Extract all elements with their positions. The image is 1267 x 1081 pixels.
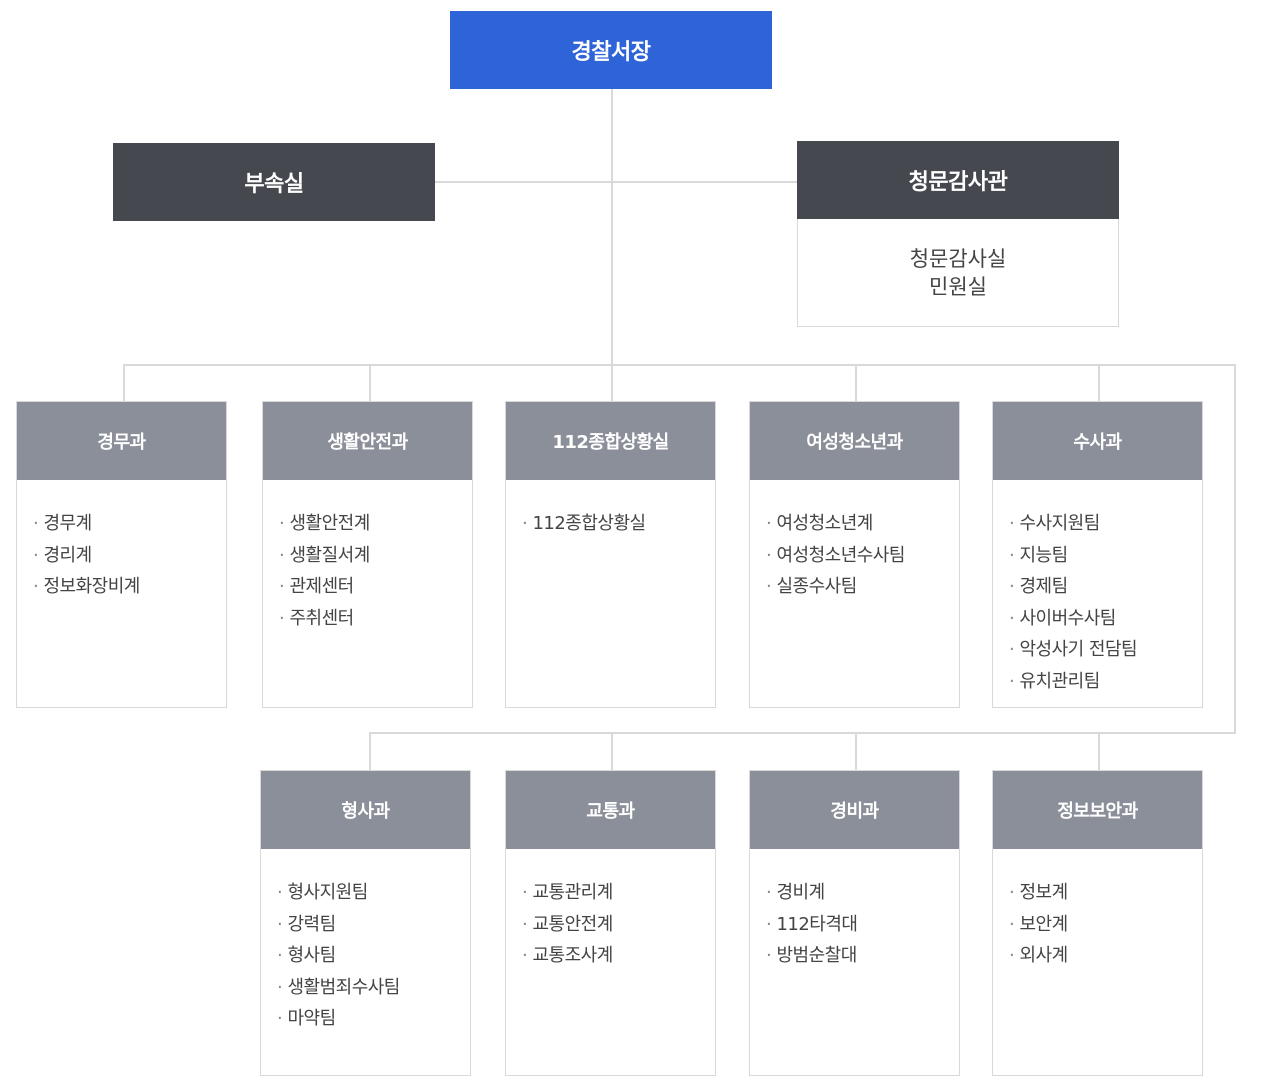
list-item: 강력팀 — [277, 909, 470, 941]
dept-box-security-guard: 경비과 경비계 112타격대 방범순찰대 — [749, 770, 960, 1076]
list-item: 보안계 — [1009, 909, 1202, 941]
dept-header: 생활안전과 — [263, 402, 472, 480]
chief-box: 경찰서장 — [450, 11, 772, 89]
dept-header: 교통과 — [506, 771, 715, 849]
audit-item: 청문감사실 — [909, 246, 1007, 271]
list-item: 지능팀 — [1009, 540, 1202, 572]
connector-row2-drop-3 — [855, 732, 857, 770]
connector-row1-horizontal — [123, 364, 1236, 366]
list-item: 방범순찰대 — [766, 940, 959, 972]
list-item: 마약팀 — [277, 1003, 470, 1035]
list-item: 경무계 — [33, 508, 226, 540]
connector-row1-drop-4 — [855, 364, 857, 402]
list-item: 외사계 — [1009, 940, 1202, 972]
attached-office-box: 부속실 — [113, 143, 435, 221]
list-item: 생활질서계 — [279, 540, 472, 572]
list-item: 형사지원팀 — [277, 877, 470, 909]
list-item: 112타격대 — [766, 909, 959, 941]
list-item: 사이버수사팀 — [1009, 603, 1202, 635]
connector-main-vertical — [611, 89, 613, 401]
list-item: 여성청소년수사팀 — [766, 540, 959, 572]
dept-list: 수사지원팀 지능팀 경제팀 사이버수사팀 악성사기 전담팀 유치관리팀 — [993, 480, 1202, 697]
connector-row2-horizontal — [369, 732, 1236, 734]
dept-list: 여성청소년계 여성청소년수사팀 실종수사팀 — [750, 480, 959, 603]
list-item: 악성사기 전담팀 — [1009, 634, 1202, 666]
dept-header: 경비과 — [750, 771, 959, 849]
list-item: 수사지원팀 — [1009, 508, 1202, 540]
connector-row2-drop-4 — [1098, 732, 1100, 770]
dept-list: 형사지원팀 강력팀 형사팀 생활범죄수사팀 마약팀 — [261, 849, 470, 1035]
list-item: 정보계 — [1009, 877, 1202, 909]
list-item: 교통안전계 — [522, 909, 715, 941]
dept-box-112-situation-room: 112종합상황실 112종합상황실 — [505, 401, 716, 708]
dept-header: 수사과 — [993, 402, 1202, 480]
dept-header: 여성청소년과 — [750, 402, 959, 480]
list-item: 여성청소년계 — [766, 508, 959, 540]
audit-box-header: 청문감사관 — [797, 141, 1119, 219]
audit-title: 청문감사관 — [908, 170, 1008, 195]
audit-item: 민원실 — [929, 274, 987, 299]
dept-list: 경무계 경리계 정보화장비계 — [17, 480, 226, 603]
connector-row1-drop-1 — [123, 364, 125, 402]
list-item: 생활범죄수사팀 — [277, 972, 470, 1004]
dept-header: 경무과 — [17, 402, 226, 480]
list-item: 실종수사팀 — [766, 571, 959, 603]
dept-box-traffic: 교통과 교통관리계 교통안전계 교통조사계 — [505, 770, 716, 1076]
dept-header: 형사과 — [261, 771, 470, 849]
dept-box-community-safety: 생활안전과 생활안전계 생활질서계 관제센터 주취센터 — [262, 401, 473, 708]
dept-box-criminal: 형사과 형사지원팀 강력팀 형사팀 생활범죄수사팀 마약팀 — [260, 770, 471, 1076]
audit-box-body: 청문감사실 민원실 — [797, 219, 1119, 327]
connector-right-trunk — [1234, 364, 1236, 734]
connector-row1-drop-5 — [1098, 364, 1100, 402]
dept-box-intelligence-security: 정보보안과 정보계 보안계 외사계 — [992, 770, 1203, 1076]
list-item: 112종합상황실 — [522, 508, 715, 540]
dept-list: 정보계 보안계 외사계 — [993, 849, 1202, 972]
dept-box-women-youth: 여성청소년과 여성청소년계 여성청소년수사팀 실종수사팀 — [749, 401, 960, 708]
list-item: 교통관리계 — [522, 877, 715, 909]
dept-list: 경비계 112타격대 방범순찰대 — [750, 849, 959, 972]
connector-row2-drop-1 — [369, 732, 371, 770]
connector-row1-drop-2 — [369, 364, 371, 402]
connector-staff-horizontal — [435, 181, 797, 183]
list-item: 경제팀 — [1009, 571, 1202, 603]
dept-list: 112종합상황실 — [506, 480, 715, 540]
chief-label: 경찰서장 — [571, 40, 651, 65]
attached-office-label: 부속실 — [244, 172, 304, 197]
list-item: 유치관리팀 — [1009, 666, 1202, 698]
dept-list: 생활안전계 생활질서계 관제센터 주취센터 — [263, 480, 472, 634]
list-item: 주취센터 — [279, 603, 472, 635]
dept-box-general-affairs: 경무과 경무계 경리계 정보화장비계 — [16, 401, 227, 708]
connector-row2-drop-2 — [611, 732, 613, 770]
list-item: 형사팀 — [277, 940, 470, 972]
list-item: 경비계 — [766, 877, 959, 909]
list-item: 생활안전계 — [279, 508, 472, 540]
list-item: 경리계 — [33, 540, 226, 572]
dept-header: 정보보안과 — [993, 771, 1202, 849]
list-item: 교통조사계 — [522, 940, 715, 972]
dept-box-investigation: 수사과 수사지원팀 지능팀 경제팀 사이버수사팀 악성사기 전담팀 유치관리팀 — [992, 401, 1203, 708]
list-item: 정보화장비계 — [33, 571, 226, 603]
dept-header: 112종합상황실 — [506, 402, 715, 480]
list-item: 관제센터 — [279, 571, 472, 603]
dept-list: 교통관리계 교통안전계 교통조사계 — [506, 849, 715, 972]
